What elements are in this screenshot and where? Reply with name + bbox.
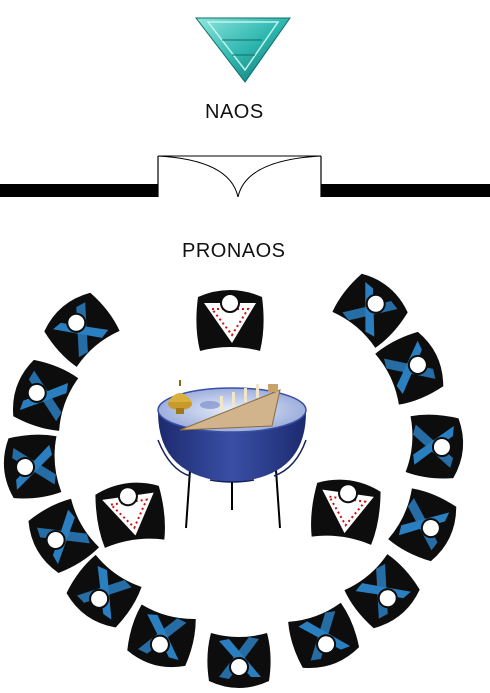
seat-officer-6 xyxy=(122,602,201,675)
seat-officer-10 xyxy=(385,484,465,567)
candle-rack-icon xyxy=(179,384,281,431)
wall xyxy=(0,184,490,197)
seat-master-west xyxy=(91,477,169,550)
seat-officer-9 xyxy=(340,550,427,636)
incense-burner-icon xyxy=(168,380,192,414)
seat-officer-2 xyxy=(5,355,81,436)
pronaos-label: PRONAOS xyxy=(182,240,286,262)
naos-label: NAOS xyxy=(205,101,264,123)
seat-master-north xyxy=(195,289,265,352)
seat-master-east xyxy=(307,474,385,547)
seat-officer-11 xyxy=(404,411,467,482)
seat-officer-7 xyxy=(206,632,272,689)
seat-officer-13 xyxy=(328,266,415,352)
double-door-icon xyxy=(157,155,322,198)
seat-officer-3 xyxy=(0,431,63,502)
seat-officer-8 xyxy=(283,600,364,676)
seat-officer-1 xyxy=(37,285,124,371)
altar-icon xyxy=(194,17,291,83)
